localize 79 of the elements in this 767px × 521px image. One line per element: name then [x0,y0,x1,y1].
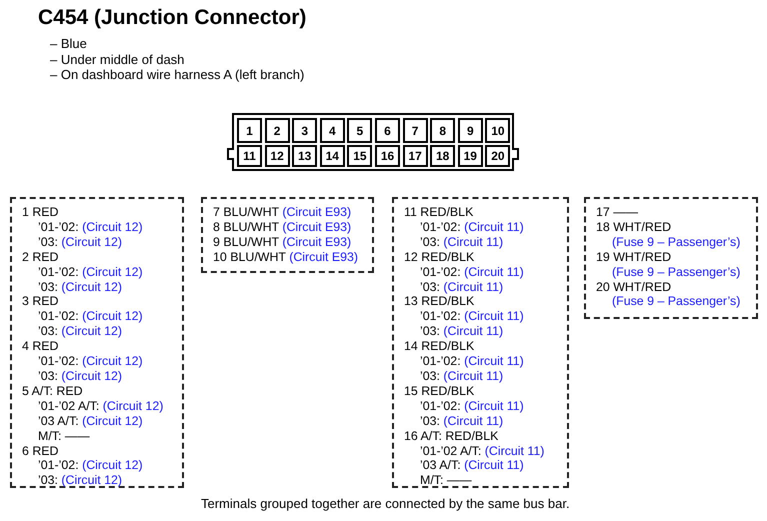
description-line: – On dashboard wire harness A (left branch) [50,67,304,82]
terminal-entry: ’03: (Circuit 11) [419,234,504,250]
terminal-cell: 20 [485,145,510,167]
terminal-entry: ’03: (Circuit 12) [37,280,124,294]
terminal-entry: (Fuse 9 – Passenger’s) [611,234,742,250]
terminal-cell: 3 [292,118,318,143]
terminal-cell: 12 [264,145,290,167]
terminal-entry: ’01-’02: (Circuit 11) [419,264,525,280]
terminal-entry: (Fuse 9 – Passenger’s) [611,264,742,280]
terminal-cell: 7 [402,118,428,143]
terminal-cell: 17 [402,145,428,167]
terminal-cell: 6 [375,118,400,143]
terminal-cell: 2 [264,118,290,143]
terminal-cell: 13 [292,145,318,167]
terminal-cell: 4 [320,118,345,143]
terminal-cell: 15 [347,145,372,167]
terminal-entry: 7 BLU/WHT (Circuit E93) [213,205,352,220]
terminal-entry: 10 BLU/WHT (Circuit E93) [213,250,360,265]
terminal-entry: M/T: —— [37,428,91,444]
description-line: – Under middle of dash [50,52,184,67]
terminal-entry: 20 WHT/RED [596,280,672,294]
terminal-entry: ’01-’02: (Circuit 11) [419,309,525,324]
terminal-entry: 4 RED [22,339,60,354]
description-line: – Blue [50,36,87,51]
terminal-entry: ’03: (Circuit 12) [37,368,124,384]
terminal-entry: 2 RED [22,250,60,265]
footnote: Terminals grouped together are connected by the same bus bar. [201,496,570,511]
terminal-entry: (Fuse 9 – Passenger’s) [611,294,742,310]
terminal-entry: ’03: (Circuit 12) [37,473,124,488]
terminal-entry: ’01-’02: (Circuit 11) [419,220,525,235]
terminal-entry: ’01-’02 A/T: (Circuit 12) [37,398,164,414]
terminal-entry: 13 RED/BLK [404,294,476,310]
terminal-entry: 16 A/T: RED/BLK [404,428,500,444]
terminal-entry: 15 RED/BLK [404,384,476,399]
terminal-group-box [584,197,758,319]
terminal-entry: ’01-’02: (Circuit 12) [37,309,144,324]
terminal-entry: ’01-’02: (Circuit 12) [37,458,144,474]
terminal-entry: 14 RED/BLK [404,339,476,354]
terminal-entry: 19 WHT/RED [596,250,672,265]
terminal-entry: 9 BLU/WHT (Circuit E93) [213,234,352,250]
title: C454 (Junction Connector) [38,6,306,30]
terminal-cell: 9 [458,118,483,143]
terminal-entry: 11 RED/BLK [404,205,474,220]
terminal-entry: ’03: (Circuit 12) [37,234,124,250]
terminal-entry: ’01-’02: (Circuit 12) [37,264,144,280]
terminal-entry: 8 BLU/WHT (Circuit E93) [213,220,352,235]
connector-drawing [227,113,519,171]
terminal-entry: ’01-’02: (Circuit 12) [37,354,144,369]
terminal-entry: 18 WHT/RED [596,220,672,235]
terminal-entry: 6 RED [22,444,60,458]
terminal-entry: ’03: (Circuit 11) [419,414,504,429]
terminal-entry: 12 RED/BLK [404,250,476,265]
terminal-entry: 3 RED [22,294,60,310]
terminal-entry: M/T: —— [419,473,473,488]
terminal-entry: ’03 A/T: (Circuit 11) [419,458,525,474]
terminal-entry: ’03 A/T: (Circuit 12) [37,414,144,429]
terminal-entry: 17 —— [596,205,640,220]
terminal-entry: ’03: (Circuit 12) [37,324,124,340]
terminal-group-box [201,197,374,273]
terminal-cell: 11 [237,145,262,167]
terminal-entry: ’03: (Circuit 11) [419,324,504,340]
terminal-entry: ’01-’02: (Circuit 12) [37,220,144,235]
terminal-cell: 10 [485,118,510,143]
terminal-entry: ’03: (Circuit 11) [419,368,504,384]
terminal-cell: 14 [320,145,345,167]
terminal-cell: 16 [375,145,400,167]
terminal-entry: 1 RED [22,205,60,220]
terminal-cell: 18 [430,145,456,167]
terminal-cell: 19 [458,145,483,167]
terminal-entry: ’03: (Circuit 11) [419,280,504,294]
terminal-cell: 8 [430,118,456,143]
terminal-entry: ’01-’02: (Circuit 11) [419,398,525,414]
terminal-entry: 5 A/T: RED [22,384,84,399]
terminal-cell: 5 [347,118,372,143]
terminal-entry: ’01-’02 A/T: (Circuit 11) [419,444,546,458]
terminal-group-box [392,197,569,488]
terminal-group-box [10,197,184,488]
terminal-entry: ’01-’02: (Circuit 11) [419,354,525,369]
terminal-cell: 1 [237,118,262,143]
